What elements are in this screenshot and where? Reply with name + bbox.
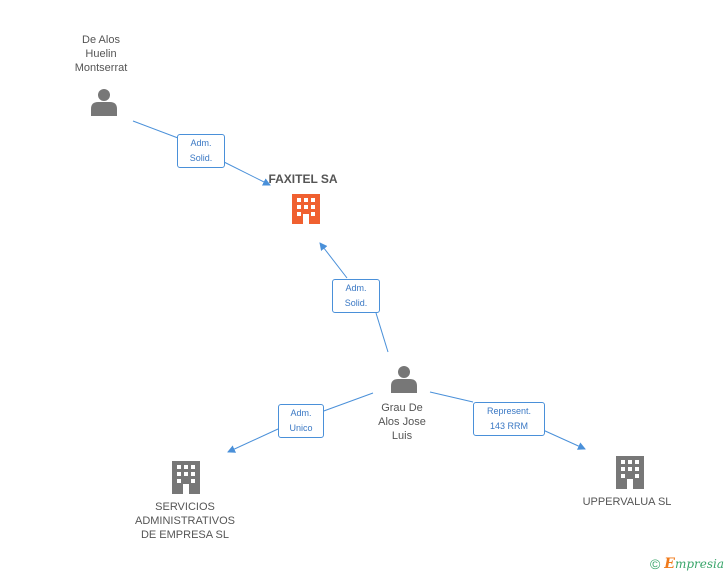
edge-label-line: Adm. xyxy=(345,283,367,293)
brand-rest: mpresia xyxy=(674,557,724,571)
edge-person2-main xyxy=(319,242,389,353)
copyright-icon: © xyxy=(649,556,661,572)
company-name-faxitel[interactable]: FAXITEL SA xyxy=(268,172,338,186)
person-icon[interactable] xyxy=(91,89,117,116)
edge-person2-company2 xyxy=(429,391,586,450)
brand-initial: E xyxy=(664,556,675,572)
edge-person1-main xyxy=(132,120,271,186)
empresia-logo[interactable]: © Empresia xyxy=(650,556,724,572)
person-name-grau-de-alos[interactable]: Grau De Alos Jose Luis xyxy=(378,402,426,442)
edge-label-line: Solid. xyxy=(344,298,368,308)
edge-label-adm-solid: Adm. Solid. xyxy=(177,134,225,168)
edge-person2-company1 xyxy=(227,392,374,453)
edge-label-line: Represent. xyxy=(486,406,532,416)
building-icon[interactable] xyxy=(616,456,644,489)
brand-name: Empresia xyxy=(664,556,724,572)
edge-label-line: Adm. xyxy=(290,408,312,418)
person-name-de-alos[interactable]: De Alos Huelin Montserrat xyxy=(74,34,128,74)
company-name-servicios[interactable]: SERVICIOS ADMINISTRATIVOS DE EMPRESA SL xyxy=(134,501,236,541)
person-icon[interactable] xyxy=(391,366,417,393)
edge-label-line: Unico xyxy=(289,423,313,433)
company-name-uppervalua[interactable]: UPPERVALUA SL xyxy=(582,496,672,508)
edge-label-line: Solid. xyxy=(189,153,213,163)
edge-label-adm-solid: Adm. Solid. xyxy=(332,279,380,313)
edge-label-line: Adm. xyxy=(190,138,212,148)
building-icon[interactable] xyxy=(292,194,320,224)
building-icon[interactable] xyxy=(172,461,200,494)
edge-label-line: 143 RRM xyxy=(489,421,528,431)
edge-label-adm-unico: Adm. Unico xyxy=(278,404,324,438)
edge-label-represent: Represent. 143 RRM xyxy=(473,402,545,436)
